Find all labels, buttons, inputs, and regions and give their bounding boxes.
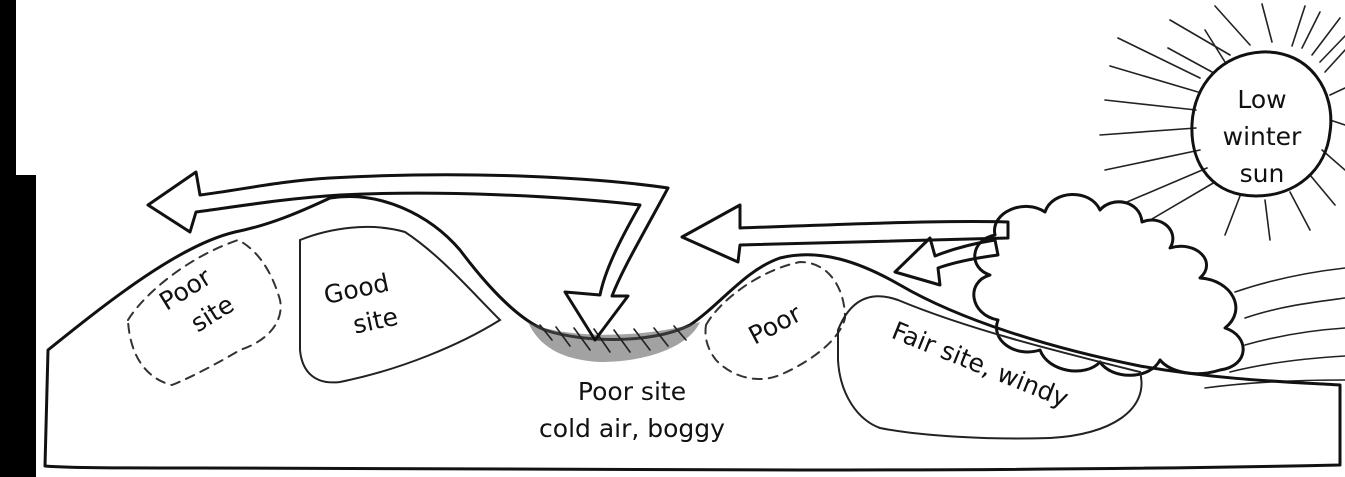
left-black-border-lower xyxy=(0,175,36,477)
sun-label-line-3: sun xyxy=(1240,159,1285,188)
sun-arrow-left xyxy=(682,205,1008,262)
sun-label-line-2: winter xyxy=(1223,122,1302,151)
good-site-label-line-2: site xyxy=(350,302,400,340)
valley-label-line-2: cold air, boggy xyxy=(539,414,725,443)
left-black-border xyxy=(0,0,16,175)
valley-label-line-1: Poor site xyxy=(578,377,686,406)
cold-air-pool xyxy=(528,322,700,362)
sun-label-line-1: Low xyxy=(1237,85,1286,114)
cloud xyxy=(974,194,1243,375)
poor-right-label: Poor xyxy=(744,298,807,350)
